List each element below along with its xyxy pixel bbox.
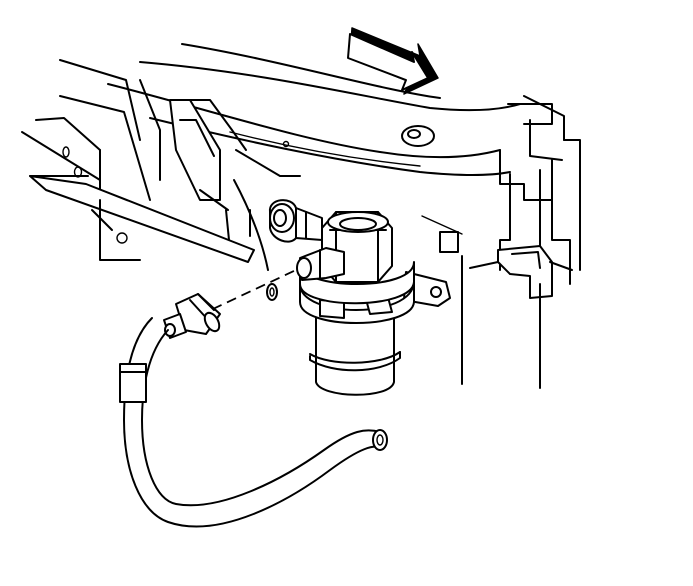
mounting-tab	[421, 215, 463, 253]
frame-crossmember	[107, 43, 521, 176]
lower-bracket	[29, 175, 255, 263]
bracket-bolt	[430, 286, 442, 298]
hose-sleeve	[119, 363, 147, 403]
o-ring	[266, 283, 278, 301]
fuel-hose	[119, 317, 388, 528]
direction-arrow-icon	[347, 27, 439, 95]
filter-bracket	[403, 271, 451, 307]
hose-end	[372, 429, 388, 451]
inner-shield	[233, 149, 301, 271]
filter-bowl	[315, 315, 395, 396]
filter-head	[299, 261, 415, 305]
fuel-line-nut	[163, 293, 221, 339]
frame-rail-left	[21, 59, 247, 251]
frame-channel	[169, 99, 221, 201]
frame-rail-right	[461, 95, 581, 389]
fuel-filter	[268, 199, 451, 396]
